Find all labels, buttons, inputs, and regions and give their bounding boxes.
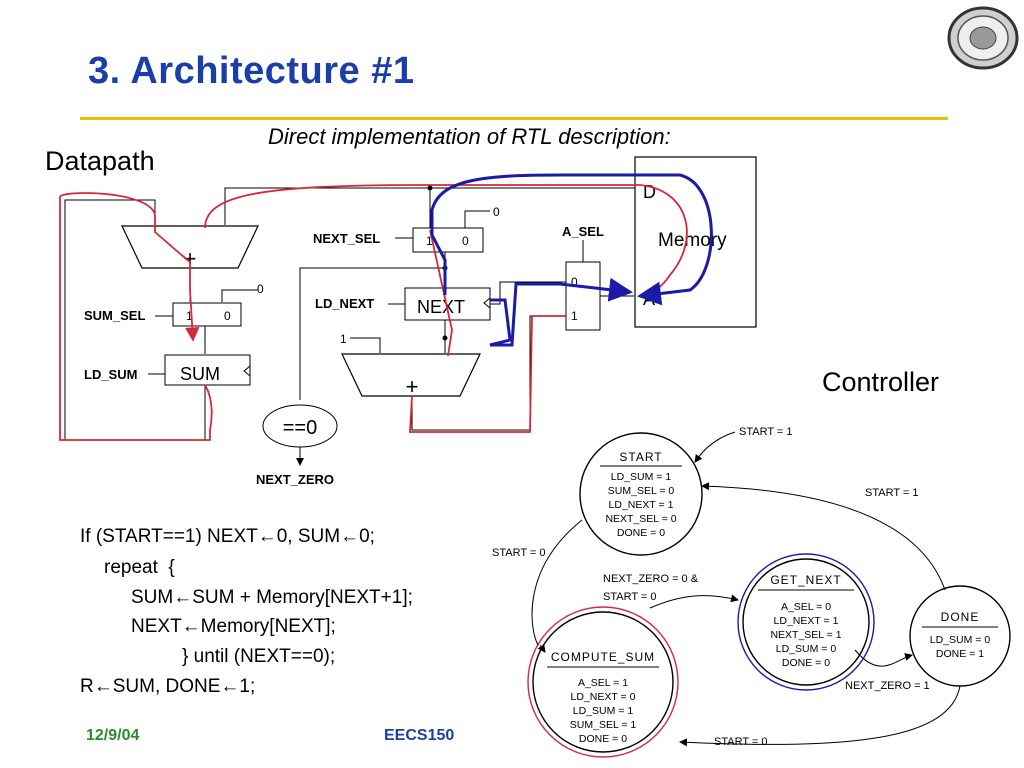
a-sel-label: A_SEL xyxy=(562,224,604,239)
transition-start-0-bottom: START = 0 xyxy=(714,736,768,748)
state-compute-sum xyxy=(532,611,674,753)
footer-date: 12/9/04 xyxy=(86,727,140,744)
compute-sum-line-3: LD_SUM = 1 xyxy=(573,705,634,717)
ld-sum-label: LD_SUM xyxy=(84,367,137,382)
next-register xyxy=(404,287,491,321)
get-next-line-1: A_SEL = 0 xyxy=(781,601,831,613)
next-zero-label: NEXT_ZERO xyxy=(256,472,334,487)
get-next-line-2: LD_NEXT = 1 xyxy=(774,615,839,627)
state-get-next-name: GET_NEXT xyxy=(770,573,841,587)
code-line-2: repeat { xyxy=(104,557,175,578)
red-memory-path xyxy=(204,184,688,297)
state-done-name: DONE xyxy=(941,610,980,624)
next-mux xyxy=(412,227,484,253)
compute-sum-line-1: A_SEL = 1 xyxy=(578,677,628,689)
red-next-path xyxy=(409,229,566,433)
start-line-5: DONE = 0 xyxy=(617,527,665,539)
next-register-label: NEXT xyxy=(417,297,465,317)
state-compute-sum-name: COMPUTE_SUM xyxy=(551,650,655,664)
sum-register-label: SUM xyxy=(180,364,220,384)
slide-subtitle: Direct implementation of RTL description… xyxy=(268,124,671,149)
transition-next-zero-1: NEXT_ZERO = 1 xyxy=(845,680,930,692)
next-mux-input-0: 0 xyxy=(462,234,469,248)
memory-label: Memory xyxy=(658,230,727,251)
code-line-3: SUM←SUM + Memory[NEXT+1]; xyxy=(131,587,413,608)
adder-2 xyxy=(341,353,481,397)
get-next-line-5: DONE = 0 xyxy=(782,657,830,669)
adder-2-const: 1 xyxy=(340,332,347,346)
zero-test-label: ==0 xyxy=(283,417,317,439)
code-line-5: } until (NEXT==0); xyxy=(182,646,336,667)
datapath-wiring xyxy=(64,187,635,466)
code-line-4: NEXT←Memory[NEXT]; xyxy=(131,616,336,637)
compute-sum-line-4: SUM_SEL = 1 xyxy=(570,719,637,731)
state-diagram: START = 1 START = 1 START = 0 NEXT_ZERO … xyxy=(492,426,1011,758)
done-line-2: DONE = 1 xyxy=(936,648,984,660)
get-next-line-4: LD_SUM = 0 xyxy=(776,643,837,655)
red-sum-path xyxy=(59,192,213,441)
compute-sum-line-2: LD_NEXT = 0 xyxy=(571,691,636,703)
transition-next-zero-0-b: START = 0 xyxy=(603,591,657,603)
sum-mux-input-1: 1 xyxy=(186,309,193,323)
a-mux-input-1: 1 xyxy=(571,309,578,323)
university-seal-logo xyxy=(947,6,1019,70)
slide-title: 3. Architecture #1 xyxy=(88,50,415,92)
adder-1 xyxy=(121,225,259,269)
state-start xyxy=(579,432,703,556)
zero-test xyxy=(262,404,338,448)
get-next-line-3: NEXT_SEL = 1 xyxy=(770,629,841,641)
compute-sum-line-5: DONE = 0 xyxy=(579,733,627,745)
start-line-2: SUM_SEL = 0 xyxy=(608,485,675,497)
state-start-name: START xyxy=(619,450,662,464)
next-sel-label: NEXT_SEL xyxy=(313,231,380,246)
done-line-1: LD_SUM = 0 xyxy=(930,634,991,646)
sum-mux-input-0: 0 xyxy=(224,309,231,323)
title-divider xyxy=(80,117,948,120)
start-line-3: LD_NEXT = 1 xyxy=(609,499,674,511)
a-mux-input-0: 0 xyxy=(571,275,578,289)
controller-label: Controller xyxy=(822,367,940,397)
next-mux-const: 0 xyxy=(493,205,500,219)
footer-course: EECS150 xyxy=(384,727,455,744)
adder-1-symbol: + xyxy=(184,246,197,271)
junction-dot xyxy=(442,335,448,341)
adder-2-symbol: + xyxy=(406,374,419,399)
transition-next-zero-0-a: NEXT_ZERO = 0 & xyxy=(603,573,699,585)
ld-next-label: LD_NEXT xyxy=(315,296,374,311)
start-line-1: LD_SUM = 1 xyxy=(611,471,672,483)
junction-dot xyxy=(427,185,433,191)
next-mux-input-1: 1 xyxy=(426,234,433,248)
transition-start-0-left: START = 0 xyxy=(492,547,546,559)
sum-sel-label: SUM_SEL xyxy=(84,308,145,323)
code-line-1: If (START==1) NEXT←0, SUM←0; xyxy=(80,526,375,547)
datapath-label: Datapath xyxy=(45,146,155,176)
sum-mux xyxy=(172,302,242,327)
blue-next-loop xyxy=(430,173,713,306)
code-line-6: R←SUM, DONE←1; xyxy=(80,676,256,697)
a-mux xyxy=(565,261,601,331)
sum-mux-const: 0 xyxy=(257,282,264,296)
transition-start-1-done: START = 1 xyxy=(865,487,919,499)
blue-address-path xyxy=(489,277,633,347)
transition-start-1-top: START = 1 xyxy=(739,426,793,438)
sum-register xyxy=(164,354,251,386)
start-line-4: NEXT_SEL = 0 xyxy=(605,513,676,525)
